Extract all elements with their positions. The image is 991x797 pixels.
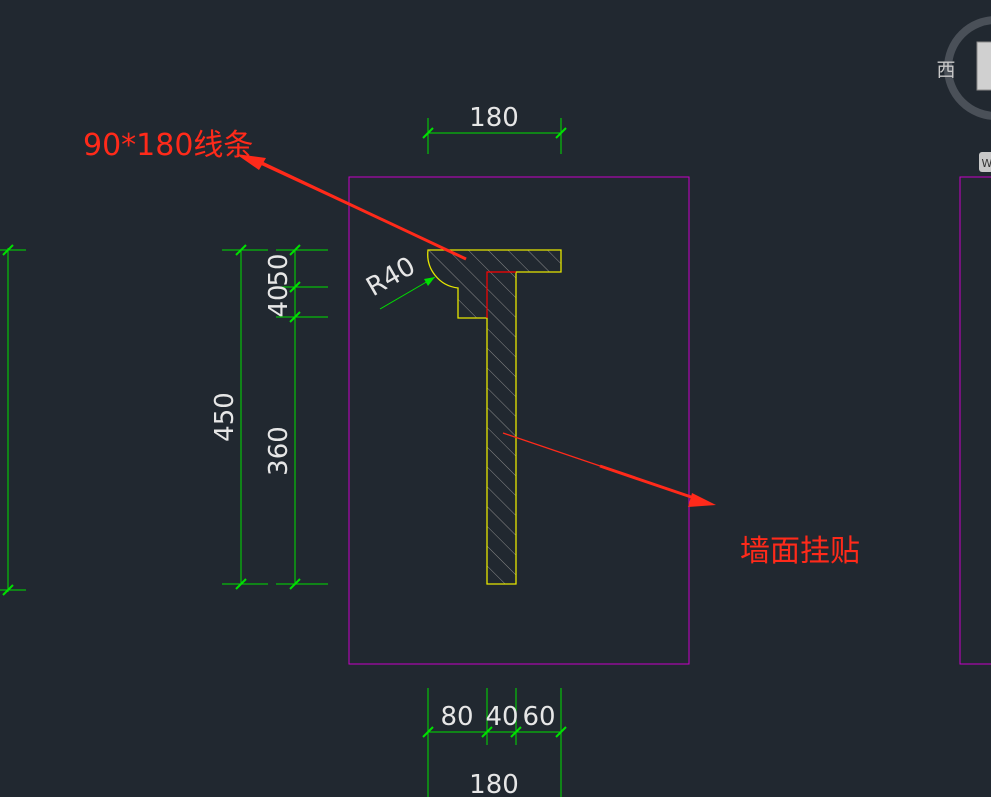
left-partial-dimension — [0, 244, 26, 596]
height-total-label: 450 — [210, 392, 240, 442]
viewcube-badge[interactable]: W — [982, 157, 991, 170]
bottom-total-label: 180 — [469, 770, 519, 797]
bottom-segment-80: 80 — [440, 702, 473, 732]
bottom-segment-40: 40 — [485, 702, 518, 732]
viewcube-west-label[interactable]: 西 — [936, 59, 955, 81]
height-total-dimension: 450 — [210, 244, 268, 590]
wall-label: 墙面挂贴 — [740, 534, 860, 569]
viewcube[interactable]: 西 W — [936, 16, 991, 172]
height-segment-40: 40 — [264, 284, 294, 317]
bottom-segment-60: 60 — [522, 702, 555, 732]
height-segment-50: 50 — [264, 253, 294, 286]
wall-annotation: 墙面挂贴 — [502, 432, 860, 569]
molding-profile — [427, 249, 562, 585]
viewport-frame-right — [959, 176, 991, 665]
viewport-frame — [348, 176, 690, 665]
molding-label: 90*180线条 — [83, 128, 253, 163]
bottom-segment-dimensions: 80 40 60 180 — [422, 688, 567, 797]
molding-annotation: 90*180线条 — [83, 128, 467, 261]
top-width-label: 180 — [469, 103, 519, 133]
height-segment-360: 360 — [264, 426, 294, 476]
height-segment-dimensions: 50 40 360 — [264, 244, 328, 590]
top-width-dimension: 180 — [422, 103, 567, 154]
radius-label: R40 — [361, 251, 420, 303]
radius-dimension: R40 — [361, 251, 436, 310]
